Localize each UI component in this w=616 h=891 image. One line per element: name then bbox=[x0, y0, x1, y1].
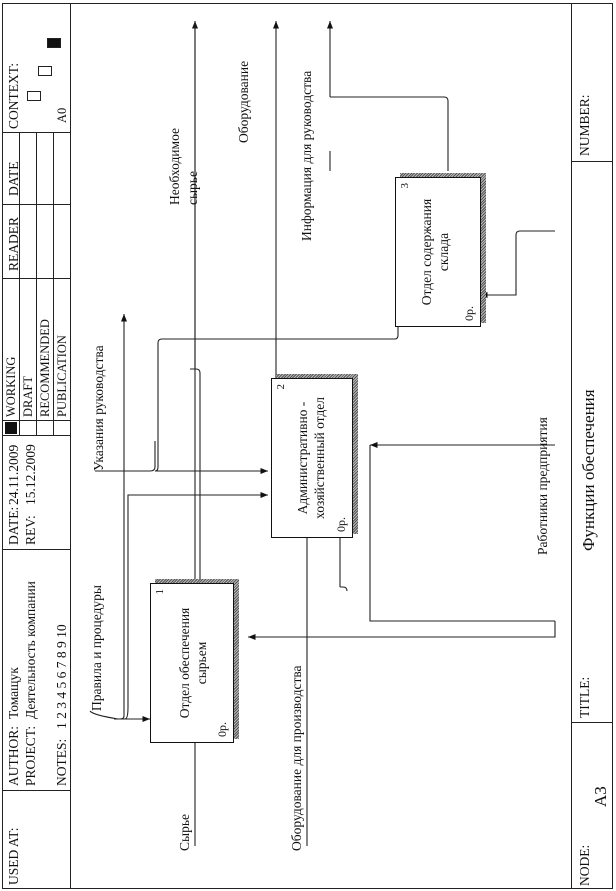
box-1-number: 1 bbox=[154, 589, 166, 595]
activity-box-1[interactable]: Отдел обеспечения сырьем 1 0р. bbox=[150, 583, 234, 743]
box-3-cost: 0р. bbox=[462, 306, 476, 321]
box-2-number: 2 bbox=[275, 384, 287, 390]
arrow-rabotniki-box2 bbox=[369, 445, 555, 622]
arrow-rabotniki-box3 bbox=[480, 230, 555, 299]
arrow-info bbox=[330, 21, 449, 171]
arrow-label-rabotniki: Работники предприятия bbox=[535, 417, 550, 555]
box-3-label-line-2: склада bbox=[436, 232, 451, 272]
arrow-ukazaniya-box3 bbox=[154, 343, 159, 472]
box-1-label-line-1: Отдел обеспечения bbox=[177, 607, 192, 719]
arrow-label-syrye: Сырье bbox=[177, 814, 192, 851]
arrow-label-pravila: Правила и процедуры bbox=[89, 585, 104, 711]
arrow-pravila-branch bbox=[118, 491, 268, 720]
box-3-number: 3 bbox=[399, 183, 411, 189]
arrow-pravila bbox=[89, 710, 150, 723]
arrow-label-oborud-proizv: Оборудование для производства bbox=[289, 665, 304, 851]
arrow-label-ukazaniya: Указания руководства bbox=[91, 345, 106, 471]
box-1-cost: 0р. bbox=[215, 722, 229, 737]
arrow-ukazaniya bbox=[95, 441, 156, 472]
activity-box-3[interactable]: Отдел содержания склада 3 0р. bbox=[395, 177, 481, 327]
box-2-label-line-1: Административно - bbox=[295, 401, 310, 515]
arrow-ukazaniya-box3b bbox=[157, 315, 399, 344]
arrow-label-info: Информация для руководства bbox=[299, 70, 314, 241]
box-1-label-line-2: сырьем bbox=[194, 641, 209, 685]
arrow-rabotniki bbox=[248, 621, 556, 641]
arrow-label-oborudovanie: Оборудование bbox=[236, 60, 251, 143]
box-2-cost: 0р. bbox=[334, 517, 348, 532]
arrow-control-to-box3 bbox=[114, 314, 128, 720]
box-2-label-line-2: хозяйственный отдел bbox=[312, 397, 327, 519]
activity-box-2[interactable]: Административно - хозяйственный отдел 2 … bbox=[271, 378, 353, 538]
arrow-label-neobh-2: сырье bbox=[185, 171, 200, 205]
box-3-label-line-1: Отдел содержания bbox=[419, 198, 434, 306]
arrow-box1-to-box3 bbox=[190, 21, 201, 641]
arrow-label-neobh-1: Необходимое bbox=[167, 128, 182, 205]
